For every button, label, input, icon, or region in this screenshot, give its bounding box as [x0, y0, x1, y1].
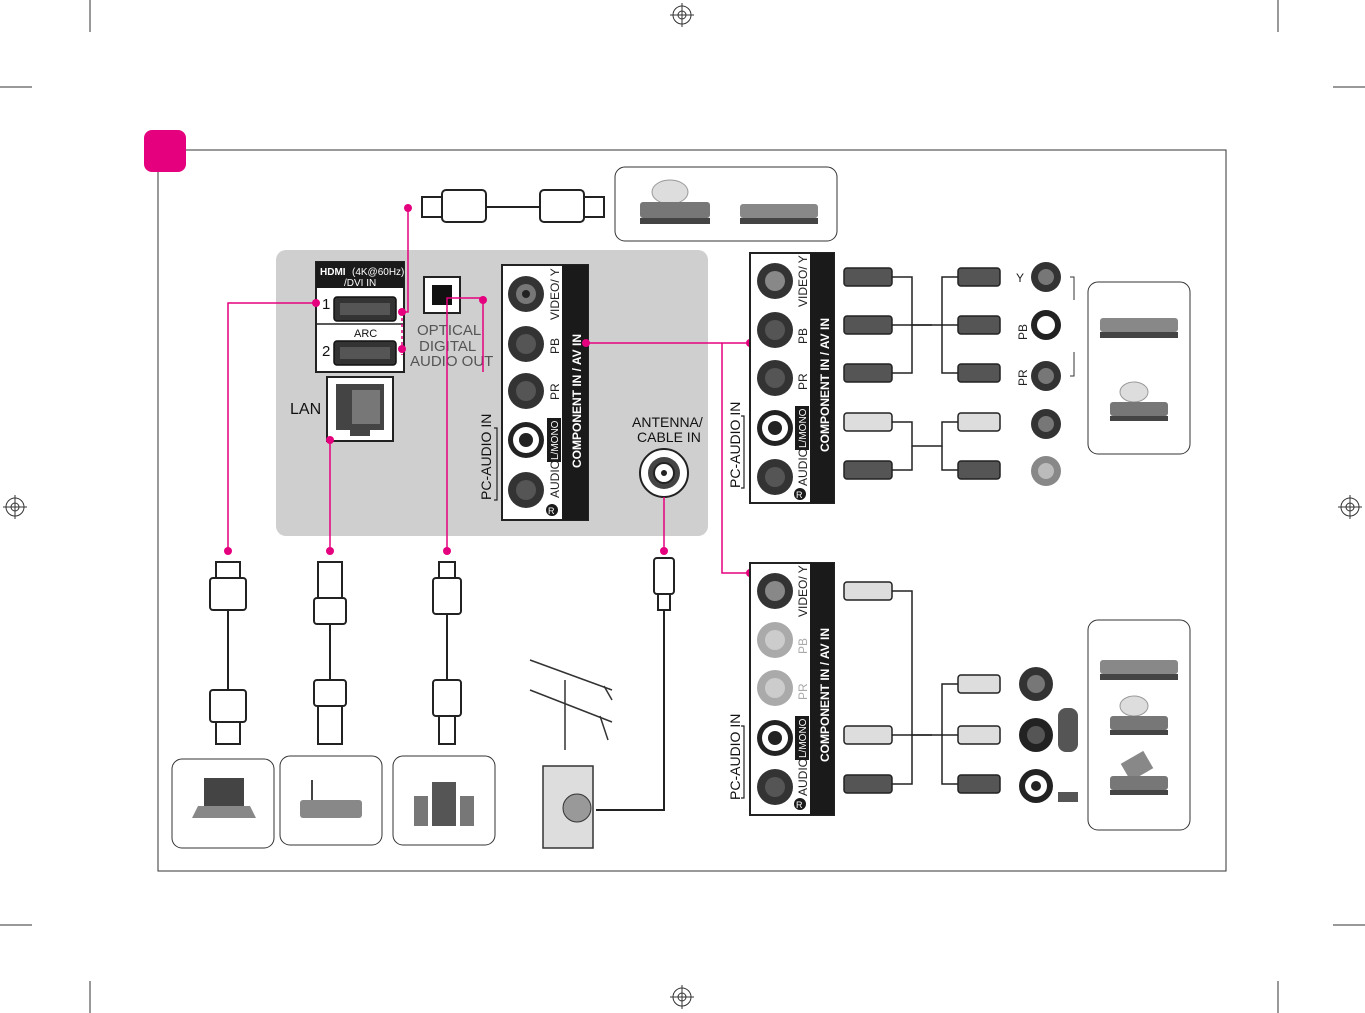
crosshair-left-icon — [3, 495, 27, 519]
panel-pr-label: PR — [548, 383, 562, 400]
panel-pc-audio-label: PC-AUDIO IN — [478, 414, 494, 500]
bottom-jack-audio-r — [757, 769, 793, 805]
hdmi-spec: (4K@60Hz) — [352, 267, 404, 278]
panel-jack-audio-r — [508, 472, 544, 508]
hdmi-dvi-label: /DVI IN — [344, 278, 376, 289]
panel-audio-label: AUDIO — [548, 460, 562, 498]
lan-cable — [314, 562, 346, 744]
device-jacks-bottom — [1019, 667, 1078, 803]
hdmi-cable-bottom — [210, 562, 246, 744]
panel-lmono-label: L/MONO — [550, 420, 561, 460]
top-audio-label: AUDIO — [796, 448, 810, 486]
bottom-pc-audio-label: PC-AUDIO IN — [727, 714, 743, 800]
rca-plugs-top-left — [844, 268, 892, 479]
set-top-box-icon — [740, 204, 818, 224]
switch-icon — [1058, 708, 1078, 752]
top-component-title: COMPONENT IN / AV IN — [818, 318, 832, 452]
bottom-pr-label: PR — [796, 683, 810, 700]
device-pr-label: PR — [1016, 369, 1030, 386]
device-jacks-top: Y PB PR — [1016, 262, 1074, 486]
bottom-pb-label: PB — [796, 638, 810, 654]
device-y-label: Y — [1016, 271, 1024, 285]
panel-jack-pb — [508, 326, 544, 362]
arc-label: ARC — [354, 328, 377, 340]
top-video-label: VIDEO/ Y — [796, 255, 810, 307]
hdmi-cable-top — [422, 190, 604, 222]
device-box-top — [615, 167, 837, 241]
bottom-component-title: COMPONENT IN / AV IN — [818, 628, 832, 762]
speaker-box — [393, 756, 495, 845]
panel-component-title: COMPONENT IN / AV IN — [570, 334, 584, 468]
rca-plugs-top-right — [958, 268, 1000, 479]
bottom-lmono-label: L/MONO — [798, 718, 809, 758]
top-r-mark: R — [796, 490, 803, 500]
section-marker — [144, 130, 186, 172]
laptop-box — [172, 759, 274, 848]
panel-r-mark: R — [548, 506, 555, 516]
rca-cable-lines-bottom — [892, 591, 958, 784]
hdmi-logo: HDMI — [320, 267, 346, 278]
antenna-cable — [596, 558, 674, 810]
top-lmono-label: L/MONO — [798, 408, 809, 448]
crosshair-top-icon — [670, 3, 694, 27]
component-block-top: VIDEO/ Y PB PR COMPONENT IN / AV IN AUDI… — [727, 253, 834, 503]
set-top-box-icon — [1100, 318, 1178, 338]
device-box-right-bottom — [1088, 620, 1190, 830]
bottom-jack-pb — [757, 622, 793, 658]
rca-plugs-bottom-left — [844, 582, 892, 793]
crosshair-right-icon — [1338, 495, 1362, 519]
router-box — [280, 756, 382, 845]
optical-label-1: OPTICAL — [417, 322, 481, 339]
top-pc-audio-label: PC-AUDIO IN — [727, 402, 743, 488]
bottom-jack-audio-l — [757, 720, 793, 756]
bottom-audio-label: AUDIO — [796, 758, 810, 796]
bottom-jack-video — [757, 573, 793, 609]
top-jack-audio-r — [757, 459, 793, 495]
panel-jack-pr — [508, 373, 544, 409]
top-jack-audio-l — [757, 410, 793, 446]
crosshair-bottom-icon — [670, 985, 694, 1009]
panel-jack-video — [508, 276, 544, 312]
panel-video-label: VIDEO/ Y — [548, 268, 562, 320]
device-box-right-top — [1088, 282, 1190, 454]
top-jack-pb — [757, 312, 793, 348]
panel-jack-audio-l — [508, 422, 544, 458]
rca-cable-lines-top — [892, 277, 958, 470]
antenna-icon — [530, 660, 612, 750]
lan-label: LAN — [290, 401, 321, 418]
optical-cable — [433, 562, 461, 744]
wall-outlet-icon — [543, 766, 593, 848]
bottom-jack-pr — [757, 670, 793, 706]
bottom-r-mark: R — [796, 800, 803, 810]
component-block-bottom: VIDEO/ Y PB PR COMPONENT IN / AV IN AUDI… — [727, 563, 834, 815]
top-jack-video — [757, 263, 793, 299]
hdmi-port-block: HDMI (4K@60Hz) /DVI IN 1 ARC 2 — [316, 262, 404, 372]
rca-plugs-bottom-right — [958, 675, 1000, 793]
set-top-box-icon — [1100, 660, 1178, 680]
antenna-label-2: CABLE IN — [637, 429, 701, 445]
top-pr-label: PR — [796, 373, 810, 390]
top-jack-pr — [757, 360, 793, 396]
optical-label-3: AUDIO OUT — [410, 353, 493, 370]
hdmi-port-1-label: 1 — [322, 296, 330, 313]
antenna-label-1: ANTENNA/ — [632, 414, 703, 430]
top-pb-label: PB — [796, 328, 810, 344]
device-pb-label: PB — [1016, 324, 1030, 340]
panel-pb-label: PB — [548, 338, 562, 354]
bottom-video-label: VIDEO/ Y — [796, 565, 810, 617]
hdmi-port-2-label: 2 — [322, 343, 330, 360]
